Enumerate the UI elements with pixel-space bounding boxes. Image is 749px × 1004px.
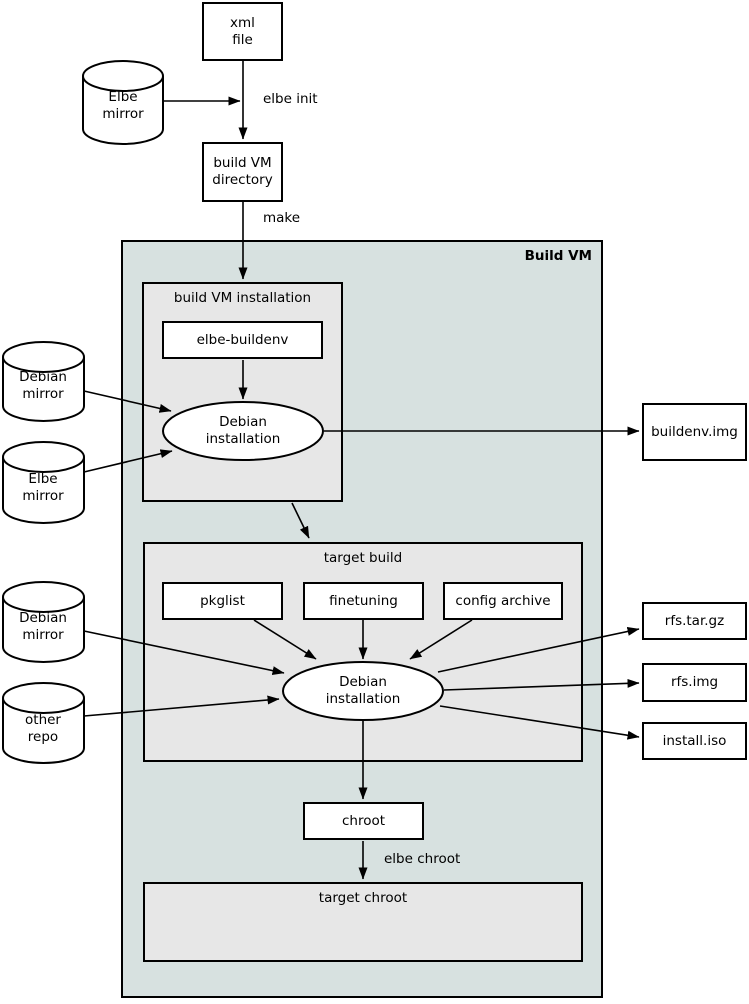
edge-label-elbe-init: elbe init [263,91,318,107]
chroot-node: chroot [303,802,424,840]
rfs-tar-gz-node: rfs.tar.gz [642,602,747,640]
install-iso-node: install.iso [642,722,747,760]
buildenv-img-node: buildenv.img [642,403,747,461]
config-archive-node: config archive [443,582,563,620]
rfs-img-node: rfs.img [642,663,747,702]
pkglist-node: pkglist [162,582,283,620]
elbe-buildenv-node: elbe-buildenv [162,321,323,359]
edge-label-elbe-chroot: elbe chroot [384,851,461,867]
target-chroot-label: target chroot [318,890,408,906]
edge-label-make: make [263,210,301,226]
target-build-label: target build [323,550,403,566]
finetuning-node: finetuning [303,582,424,620]
build-vm-installation-cluster: build VM installation [142,282,343,502]
build-vm-container-label: Build VM [524,248,592,264]
target-build-cluster: target build [143,542,583,762]
target-chroot-cluster: target chroot [143,882,583,962]
build-vm-installation-label: build VM installation [173,290,312,306]
